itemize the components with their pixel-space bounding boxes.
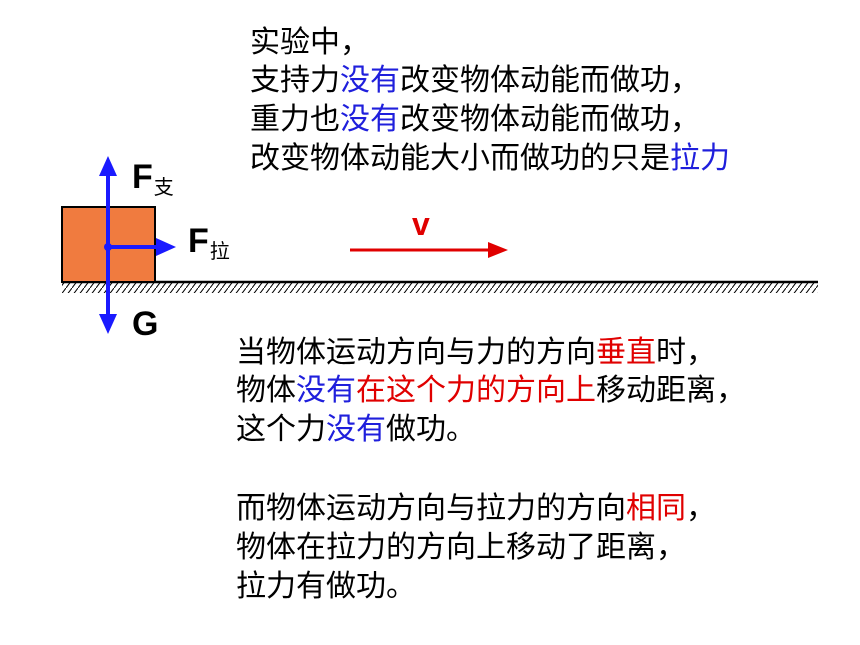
top-line-4-b: 拉力 [670,141,730,176]
top-line-3-c: 改变物体动能而做功， [400,102,700,137]
support-force-symbol: F [132,158,153,196]
bottom-line-1-a: 而物体运动方向与拉力的方向 [236,491,626,526]
top-line-1: 实验中， [250,25,370,60]
middle-line-3-b: 没有 [326,412,386,447]
top-line-2: 支持力没有改变物体动能而做功， [250,62,700,100]
middle-line-3-a: 这个力 [236,412,326,447]
middle-line-1-b: 垂直 [596,335,656,370]
force-origin-dot [104,243,112,251]
support-force-label: F支 [132,158,174,200]
bottom-line-1: 而物体运动方向与拉力的方向相同， [236,490,716,528]
gravity-arrow [99,247,117,334]
top-line-4: 改变物体动能大小而做功的只是拉力 [250,140,730,178]
middle-line-3: 这个力没有做功。 [236,411,476,449]
top-line-2-b: 没有 [340,63,400,98]
pull-force-subscript: 拉 [209,239,230,263]
top-line-3-b: 没有 [340,102,400,137]
top-line-2-a: 支持力 [250,63,340,98]
top-line-2-c: 改变物体动能而做功， [400,63,700,98]
gravity-label: G [132,305,159,343]
middle-line-1-c: 时， [656,335,716,370]
top-line-3-a: 重力也 [250,102,340,137]
bottom-line-1-b: 相同 [626,491,686,526]
bottom-line-2: 物体在拉力的方向上移动了距离， [236,530,686,565]
middle-line-2-a: 物体 [236,373,296,408]
top-line-3: 重力也没有改变物体动能而做功， [250,101,700,139]
support-force-subscript: 支 [153,175,174,199]
middle-line-2-b: 没有 [296,373,356,408]
velocity-label: v [412,206,430,242]
middle-line-1-a: 当物体运动方向与力的方向 [236,335,596,370]
middle-line-1: 当物体运动方向与力的方向垂直时， [236,334,716,372]
top-line-4-a: 改变物体动能大小而做功的只是 [250,141,670,176]
support-force-arrow [99,156,117,247]
pull-force-symbol: F [188,222,209,260]
middle-line-2-c: 在这个力的方向上 [356,373,596,408]
middle-line-2-d: 移动距离， [596,373,746,408]
pull-force-arrow [108,238,176,256]
middle-line-3-c: 做功。 [386,412,476,447]
ground-surface [62,280,818,293]
velocity-arrow [350,242,508,258]
bottom-line-3: 拉力有做功。 [236,569,416,604]
middle-line-2: 物体没有在这个力的方向上移动距离， [236,372,746,410]
bottom-line-1-c: ， [686,491,716,526]
pull-force-label: F拉 [188,222,230,264]
